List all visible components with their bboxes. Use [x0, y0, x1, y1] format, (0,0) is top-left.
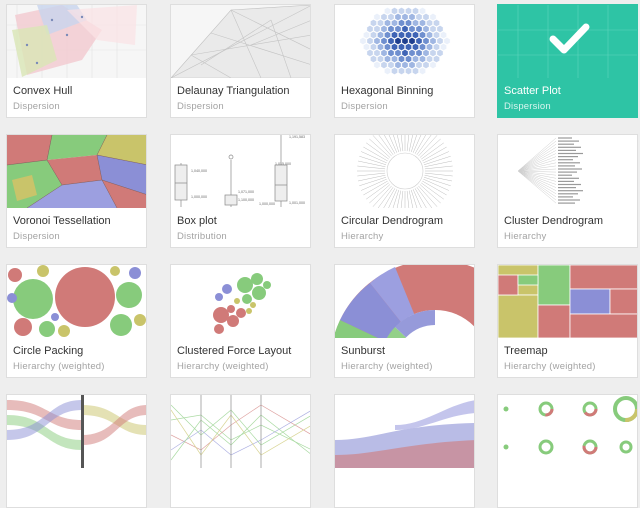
- card-title: Delaunay Triangulation: [177, 85, 290, 97]
- chart-card-cluster-dendrogram[interactable]: Cluster Dendrogram Hierarchy: [497, 134, 638, 248]
- chart-card-voronoi-tessellation[interactable]: Voronoi Tessellation Dispersion: [6, 134, 147, 248]
- boxplot-label: 1,000,000: [259, 202, 275, 206]
- circle-packing-thumbnail: [7, 265, 146, 338]
- chart-card-circle-packing[interactable]: Circle Packing Hierarchy (weighted): [6, 264, 147, 378]
- boxplot-label: 1,000,000: [191, 195, 207, 199]
- chart-card-delaunay-triangulation[interactable]: Delaunay Triangulation Dispersion: [170, 4, 311, 118]
- card-category: Dispersion: [341, 101, 388, 112]
- chart-card-sunburst[interactable]: Sunburst Hierarchy (weighted): [334, 264, 475, 378]
- chart-card-circular-heatmap[interactable]: [497, 394, 638, 508]
- chart-card-convex-hull[interactable]: Convex Hull Dispersion: [6, 4, 147, 118]
- cluster-dendrogram-thumbnail: [498, 135, 637, 208]
- chart-card-clustered-force-layout[interactable]: Clustered Force Layout Hierarchy (weight…: [170, 264, 311, 378]
- card-category: Hierarchy (weighted): [341, 361, 433, 372]
- card-title: Circle Packing: [13, 345, 84, 357]
- alluvial-thumbnail: [7, 395, 146, 468]
- chart-card-alluvial[interactable]: [6, 394, 147, 508]
- bump-chart-thumbnail: [335, 395, 474, 468]
- card-title: Sunburst: [341, 345, 386, 357]
- chart-card-hexagonal-binning[interactable]: Hexagonal Binning Dispersion: [334, 4, 475, 118]
- circular-dendrogram-thumbnail: [335, 135, 474, 208]
- card-category: Distribution: [177, 231, 227, 242]
- force-layout-thumbnail: [171, 265, 310, 338]
- card-category: Hierarchy (weighted): [13, 361, 105, 372]
- card-title: Circular Dendrogram: [341, 215, 444, 227]
- boxplot-label: 1,001,000: [289, 201, 305, 205]
- card-category: Hierarchy (weighted): [177, 361, 269, 372]
- card-title: Box plot: [177, 215, 217, 227]
- boxplot-label: 1,191,583: [289, 135, 305, 139]
- chart-card-bump-chart[interactable]: [334, 394, 475, 508]
- circle-ring-thumbnail: [498, 395, 637, 468]
- card-category: Dispersion: [504, 101, 551, 112]
- voronoi-thumbnail: [7, 135, 146, 208]
- convex-hull-thumbnail: [7, 5, 146, 78]
- card-category: Dispersion: [177, 101, 224, 112]
- chart-card-parallel-coordinates[interactable]: [170, 394, 311, 508]
- card-category: Dispersion: [13, 101, 60, 112]
- hexbin-thumbnail: [335, 5, 474, 78]
- chart-card-box-plot[interactable]: 1,191,583 1,015,000 1,040,000 1,071,000 …: [170, 134, 311, 248]
- card-title: Treemap: [504, 345, 548, 357]
- treemap-thumbnail: [498, 265, 637, 338]
- card-category: Hierarchy: [341, 231, 384, 242]
- card-category: Hierarchy: [504, 231, 547, 242]
- delaunay-thumbnail: [171, 5, 310, 78]
- chart-card-treemap[interactable]: Treemap Hierarchy (weighted): [497, 264, 638, 378]
- boxplot-label: 1,071,000: [238, 190, 254, 194]
- checkmark-icon: [549, 23, 590, 54]
- sunburst-thumbnail: [335, 265, 474, 338]
- card-title: Convex Hull: [13, 85, 73, 97]
- boxplot-label: 1,040,000: [191, 169, 207, 173]
- card-title: Hexagonal Binning: [341, 85, 434, 97]
- card-title: Voronoi Tessellation: [13, 215, 111, 227]
- boxplot-label: 1,100,000: [238, 198, 254, 202]
- boxplot-label: 1,015,000: [275, 162, 291, 166]
- parallel-coordinates-thumbnail: [171, 395, 310, 468]
- chart-card-circular-dendrogram[interactable]: Circular Dendrogram Hierarchy: [334, 134, 475, 248]
- card-title: Clustered Force Layout: [177, 345, 292, 357]
- card-category: Dispersion: [13, 231, 60, 242]
- card-category: Hierarchy (weighted): [504, 361, 596, 372]
- scatter-plot-thumbnail: [498, 5, 637, 78]
- box-plot-thumbnail: 1,191,583 1,015,000 1,040,000 1,071,000 …: [171, 135, 310, 208]
- card-title: Scatter Plot: [504, 85, 561, 97]
- card-title: Cluster Dendrogram: [504, 215, 604, 227]
- chart-card-scatter-plot[interactable]: Scatter Plot Dispersion: [497, 4, 638, 118]
